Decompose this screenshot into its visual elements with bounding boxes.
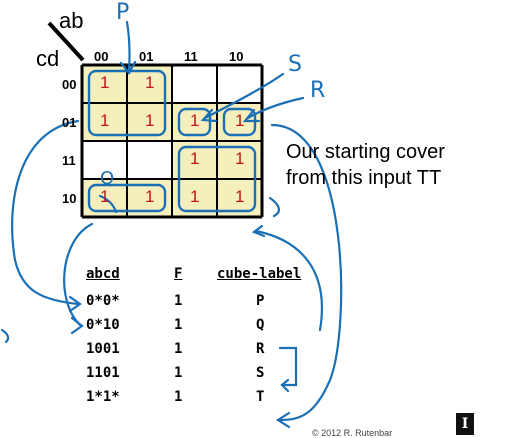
kmap-cell-one: 1: [190, 149, 200, 168]
kmap-cell-one: 1: [190, 187, 200, 206]
p-arrow: [125, 20, 131, 74]
q-link-head: [70, 316, 84, 335]
column-header: 10: [229, 49, 244, 64]
t-lower-head: [251, 224, 266, 238]
t-link-curve: [270, 123, 343, 422]
copyright-footer: © 2012 R. Rutenbar: [312, 428, 393, 438]
left-tick: [0, 328, 10, 344]
tt-cell-abcd: 0*0*: [86, 293, 120, 309]
kmap-cell-one: 1: [235, 111, 245, 130]
cover-note: Our starting cover from this input TT: [286, 139, 445, 191]
row-variable-label: ab: [59, 8, 84, 33]
column-header: 00: [94, 49, 109, 64]
tt-cell-abcd: 1101: [86, 365, 120, 381]
rs-bracket: [278, 346, 298, 387]
tt-cell-cube: R: [256, 341, 265, 357]
tt-header-f: F: [174, 266, 183, 282]
column-header: 11: [184, 49, 198, 64]
tt-cell-f: 1: [174, 389, 183, 405]
row-header: 01: [62, 115, 77, 130]
tt-cell-cube: Q: [256, 317, 265, 333]
cube-outline-q: [87, 183, 167, 213]
t-side-arrow: [268, 196, 280, 218]
kmap-cell-one: 1: [100, 111, 110, 130]
col-variable-label: cd: [36, 46, 60, 71]
t-lower-curve: [254, 229, 323, 332]
row-header: 11: [62, 153, 76, 168]
kmap-cell-one: 1: [235, 187, 245, 206]
row-header: 10: [62, 191, 77, 206]
tt-cell-abcd: 1*1*: [86, 389, 120, 405]
tt-cell-f: 1: [174, 341, 183, 357]
kmap-cell-one: 1: [145, 187, 155, 206]
r-arrow-head: [242, 108, 261, 123]
p-arrow-head: [119, 60, 137, 75]
column-header: 01: [139, 49, 154, 64]
handwritten-p: P: [116, 0, 130, 25]
kmap-cell-one: 1: [235, 149, 245, 168]
tt-cell-f: 1: [174, 317, 183, 333]
tt-cell-f: 1: [174, 293, 183, 309]
cover-note-line-1: Our starting cover: [286, 141, 445, 163]
r-arrow: [246, 96, 305, 120]
q-link-curve: [63, 222, 94, 327]
tt-cell-abcd: 1001: [86, 341, 120, 357]
kmap-cell-one: 1: [100, 187, 110, 206]
p-link-curve: [11, 119, 80, 306]
logo-icon: I: [456, 413, 474, 435]
kmap-cell-one: 1: [145, 73, 155, 92]
cube-outline-t: [177, 145, 257, 213]
p-link-head: [68, 295, 82, 313]
tt-cell-f: 1: [174, 365, 183, 381]
kmap-cell-one: 1: [145, 111, 155, 130]
kmap-cell-one: 1: [190, 111, 200, 130]
tt-header-abcd: abcd: [86, 266, 120, 282]
cube-outline-s: [177, 107, 212, 137]
cover-note-line-2: from this input TT: [286, 167, 442, 189]
handwritten-r: R: [310, 78, 326, 103]
rs-bracket-head: [280, 378, 290, 393]
tt-cell-cube: T: [256, 389, 265, 405]
kmap-cell-one: 1: [100, 73, 110, 92]
handwritten-q: Q: [100, 168, 115, 189]
row-header: 00: [62, 77, 77, 92]
kmap-corner-slash: [47, 21, 85, 62]
tt-cell-abcd: 0*10: [86, 317, 120, 333]
s-arrow-head: [200, 108, 218, 123]
tt-cell-cube: P: [256, 293, 265, 309]
tt-header-cube: cube-label: [217, 266, 302, 282]
handwritten-s: S: [288, 52, 302, 77]
s-arrow: [203, 72, 285, 120]
annotation-strokes: [0, 20, 343, 429]
q-arrow: [98, 194, 118, 214]
tt-cell-cube: S: [256, 365, 265, 381]
t-link-head: [275, 411, 291, 429]
